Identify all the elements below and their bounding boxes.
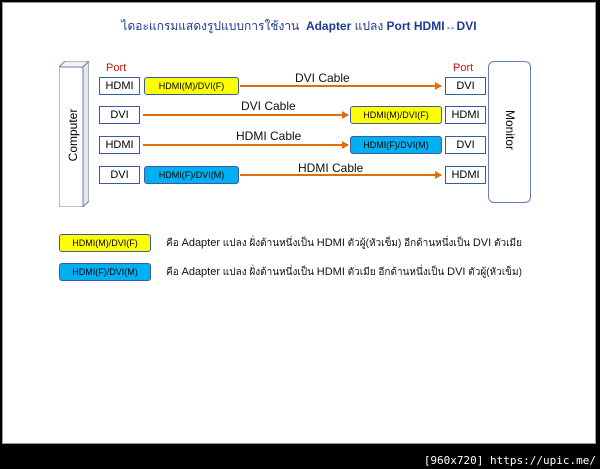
legend-2-desc1: แปลง ฝั่งด้านหนึ่งเป็น — [222, 267, 314, 278]
adapter-row2: HDMI(M)/DVI(F) — [350, 106, 442, 124]
right-port-4: HDMI — [445, 166, 486, 184]
legend-2-pre: คือ — [166, 267, 179, 278]
diagram-title: ไดอะแกรมแสดงรูปแบบการใช้งาน Adapter แปลง… — [3, 17, 595, 36]
legend-text-2: คือ Adapter แปลง ฝั่งด้านหนึ่งเป็น HDMI … — [166, 265, 522, 280]
legend-2-dvi: DVI — [447, 266, 466, 278]
title-thai: ไดอะแกรมแสดงรูปแบบการใช้งาน — [121, 19, 300, 33]
cable-label-2: DVI Cable — [241, 99, 296, 113]
computer-tower — [59, 61, 89, 207]
cable-label-4: HDMI Cable — [298, 161, 364, 175]
legend-1-desc3: ตัวเมีย — [493, 238, 522, 249]
left-port-1: HDMI — [99, 77, 140, 95]
right-port-2: HDMI — [445, 106, 486, 124]
legend-2-hdmi: HDMI — [316, 266, 345, 278]
legend-2-desc3: ตัวผู้(หัวเข็ม) — [468, 267, 522, 278]
title-port-hdmi: Port HDMI — [386, 19, 445, 33]
legend-1-adapter: Adapter — [181, 237, 221, 249]
legend-2-adapter: Adapter — [181, 266, 221, 278]
diagram-canvas: ไดอะแกรมแสดงรูปแบบการใช้งาน Adapter แปลง… — [2, 2, 596, 444]
left-port-4: DVI — [99, 166, 140, 184]
legend-1-dvi: DVI — [472, 237, 492, 249]
adapter-row4: HDMI(F)/DVI(M) — [144, 166, 239, 184]
title-adapter: Adapter — [305, 19, 352, 33]
adapter-row3: HDMI(F)/DVI(M) — [350, 136, 442, 154]
title-middle: แปลง — [354, 19, 384, 33]
double-arrow-icon: ↔ — [444, 19, 457, 33]
legend-1-desc2: ตัวผู้(หัวเข็ม) อีกด้านหนึ่งเป็น — [347, 238, 471, 249]
legend-2-desc2: ตัวเมีย อีกด้านหนึ่งเป็น — [347, 267, 445, 278]
monitor-device — [488, 61, 531, 203]
cable-label-3: HDMI Cable — [236, 129, 302, 143]
cable-label-1: DVI Cable — [295, 71, 350, 85]
legend-badge-2: HDMI(F)/DVI(M) — [59, 263, 151, 281]
right-port-1: DVI — [445, 77, 486, 95]
left-port-title: Port — [106, 62, 127, 74]
right-port-3: DVI — [445, 136, 486, 154]
cable-arrows — [143, 82, 442, 179]
right-port-title: Port — [453, 62, 474, 74]
legend-badge-1: HDMI(M)/DVI(F) — [59, 234, 151, 252]
left-port-3: HDMI — [99, 136, 140, 154]
title-dvi: DVI — [456, 19, 477, 33]
watermark: [960x720] https://upic.me/ — [423, 454, 596, 467]
adapter-row1: HDMI(M)/DVI(F) — [144, 77, 239, 95]
left-port-2: DVI — [99, 106, 140, 124]
legend-1-desc1: แปลง ฝั่งด้านหนึ่งเป็น — [222, 238, 314, 249]
legend-1-hdmi: HDMI — [316, 237, 345, 249]
legend-text-1: คือ Adapter แปลง ฝั่งด้านหนึ่งเป็น HDMI … — [166, 236, 522, 251]
legend-1-pre: คือ — [166, 238, 179, 249]
